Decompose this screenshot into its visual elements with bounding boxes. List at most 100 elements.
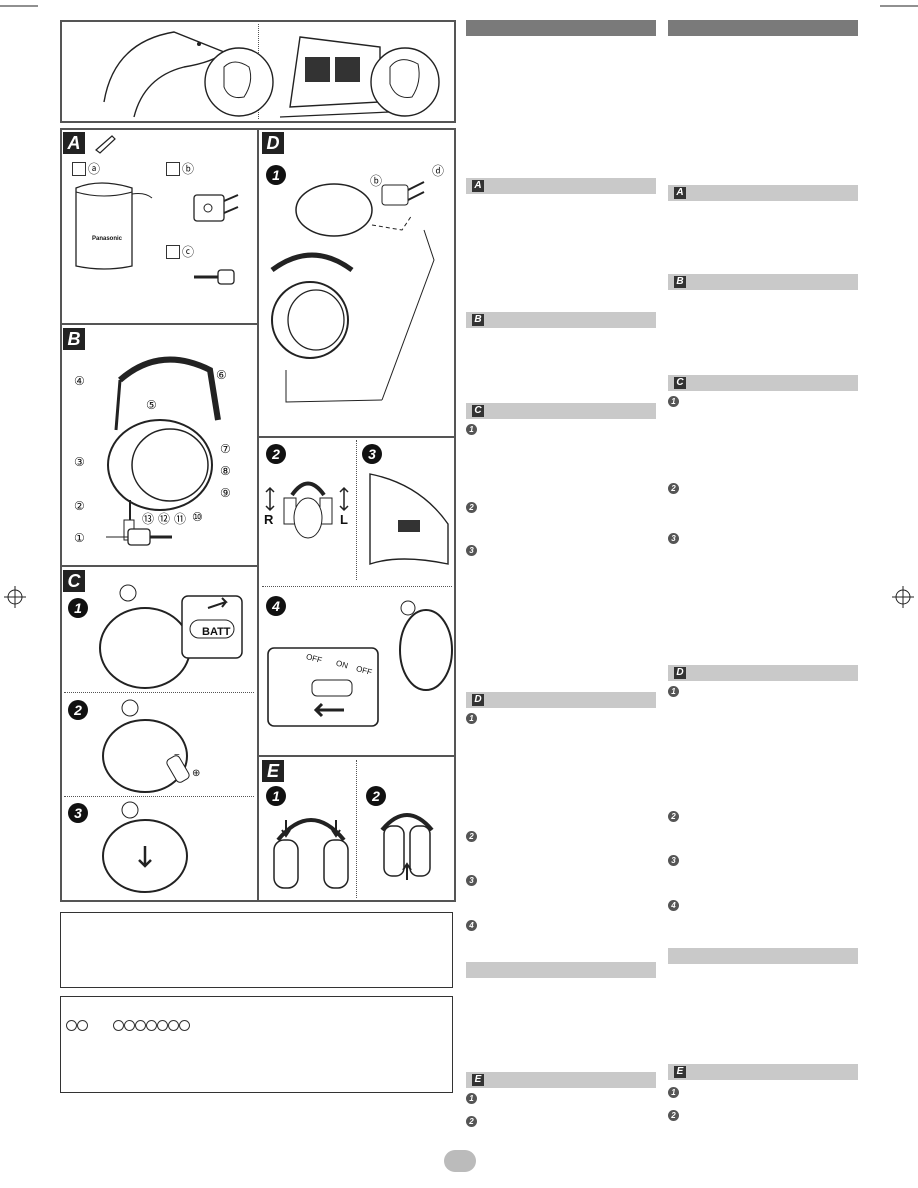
checkbox-a[interactable] (72, 162, 86, 176)
checkbox-b[interactable] (166, 162, 180, 176)
col1-d-step-1: 1 (466, 713, 477, 724)
col1-header-top (466, 20, 656, 36)
circle-3 (113, 1020, 124, 1031)
col2-header-e: E (668, 1064, 858, 1080)
col1-tag-b: B (472, 314, 484, 326)
col1-tag-c: C (472, 405, 484, 417)
cover-close-illustration (102, 801, 188, 893)
col2-c-step-1: 1 (668, 396, 679, 407)
col1-e-step-2: 2 (466, 1116, 477, 1127)
c-step-3: 3 (68, 803, 88, 823)
pen-icon (95, 135, 116, 154)
circle-6 (146, 1020, 157, 1031)
panel-e-divider (258, 755, 454, 757)
plug-adapter-illustration (193, 194, 239, 222)
c-sep-2 (64, 796, 254, 797)
page-number-oval (444, 1150, 476, 1172)
d-step-4: 4 (266, 596, 286, 616)
circle-8 (168, 1020, 179, 1031)
notice-box-2 (60, 996, 453, 1093)
col2-e-step-2: 2 (668, 1110, 679, 1121)
callout-acc-c: ⓒ (182, 245, 195, 259)
col2-header-plain (668, 948, 858, 964)
callout-n7: ⑦ (220, 442, 231, 456)
callout-n5: ⑤ (146, 398, 157, 412)
callout-n10: ⑩ (192, 510, 203, 524)
d-step-3: 3 (362, 444, 382, 464)
plug-illustration (106, 528, 172, 546)
e-step-1: 1 (266, 786, 286, 806)
registration-mark-right (892, 586, 914, 608)
airplane-illustration (103, 31, 274, 118)
circle-4 (124, 1020, 135, 1031)
callout-n8: ⑧ (220, 464, 231, 478)
circle-7 (157, 1020, 168, 1031)
col2-c-step-2: 2 (668, 483, 679, 494)
col2-tag-a: A (674, 187, 686, 199)
col2-e-step-1: 1 (668, 1087, 679, 1098)
panel-d-divider (258, 436, 454, 438)
battery-cover-illustration (99, 584, 243, 689)
col1-c-step-2: 2 (466, 502, 477, 513)
col1-d-step-4: 4 (466, 920, 477, 931)
col2-c-step-3: 3 (668, 533, 679, 544)
callout-n4: ④ (74, 374, 85, 388)
fold-illustration-1 (273, 818, 349, 889)
col2-tag-c: C (674, 377, 686, 389)
d-sep-hz (262, 586, 452, 587)
wearing-illustration (265, 481, 349, 539)
callout-n6: ⑥ (216, 368, 227, 382)
col1-header-c: C (466, 403, 656, 419)
col1-header-a: A (466, 178, 656, 194)
label-l: L (340, 512, 348, 527)
circle-9 (179, 1020, 190, 1031)
callout-acc-a: ⓐ (88, 162, 101, 176)
batt-switch-label: BATT (202, 626, 231, 638)
crop-mark-tr (880, 5, 918, 7)
col1-tag-d: D (472, 694, 484, 706)
callout-n11: ⑪ (174, 512, 187, 526)
col2-tag-d: D (674, 667, 686, 679)
battery-minus: − (174, 750, 180, 761)
d-step-2: 2 (266, 444, 286, 464)
col2-header-a: A (668, 185, 858, 201)
figure-letter-e: E (262, 760, 284, 782)
figure-letter-b: B (63, 328, 85, 350)
col1-c-step-3: 3 (466, 545, 477, 556)
col2-d-step-2: 2 (668, 811, 679, 822)
col2-tag-e: E (674, 1066, 686, 1078)
e-step-2: 2 (366, 786, 386, 806)
panel-a-divider (60, 323, 258, 325)
col2-tag-b: B (674, 276, 686, 288)
callout-acc-b: ⓑ (182, 162, 195, 176)
checkbox-c[interactable] (166, 245, 180, 259)
d-vsep (356, 440, 357, 580)
battery-insert-illustration (102, 699, 190, 793)
callout-d-d: ⓓ (432, 164, 445, 178)
col1-header-plain (466, 962, 656, 978)
c-step-2: 2 (68, 700, 88, 720)
col1-tag-e: E (472, 1074, 484, 1086)
col2-header-c: C (668, 375, 858, 391)
figure-letter-d: D (262, 132, 284, 154)
d-step-1: 1 (266, 165, 286, 185)
col1-d-step-2: 2 (466, 831, 477, 842)
callout-n1: ① (74, 531, 85, 545)
e-vsep (356, 760, 357, 898)
switch-closeup-illustration (369, 473, 449, 565)
power-switch-illustration (267, 600, 453, 727)
fold-illustration-2 (380, 813, 434, 880)
col2-header-d: D (668, 665, 858, 681)
label-r: R (264, 512, 274, 527)
train-illustration (279, 36, 440, 118)
callout-d-b: ⓑ (370, 174, 383, 188)
circle-1 (66, 1020, 77, 1031)
pouch-illustration (75, 182, 153, 270)
headphones-parts-illustration (107, 356, 221, 541)
col1-e-step-1: 1 (466, 1093, 477, 1104)
figures-vertical-divider (257, 130, 259, 900)
col2-header-b: B (668, 274, 858, 290)
figure-letter-c: C (63, 570, 85, 592)
col2-header-top (668, 20, 858, 36)
c-sep-1 (64, 692, 254, 693)
